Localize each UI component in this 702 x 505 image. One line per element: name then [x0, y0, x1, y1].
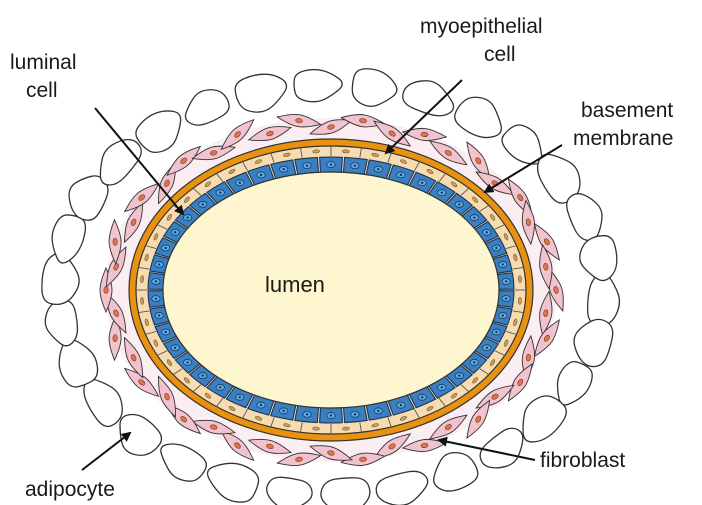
luminal-nucleolus: [354, 165, 356, 167]
luminal-nucleolus: [486, 347, 488, 349]
luminal-nucleolus: [219, 192, 221, 194]
luminal-nucleolus: [495, 247, 497, 249]
luminal-nucleolus: [202, 203, 204, 205]
myoepithelial-nucleus: [313, 150, 320, 154]
luminal-nucleolus: [473, 361, 475, 363]
myoepithelial-nucleus: [140, 276, 144, 283]
luminal-nucleolus: [283, 410, 285, 412]
fibroblast-nucleus: [421, 132, 428, 137]
adipocyte: [232, 68, 291, 117]
luminal-nucleolus: [174, 347, 176, 349]
myoepithelial-nucleus: [518, 297, 522, 304]
luminal-nucleolus: [505, 280, 507, 282]
luminal-nucleolus: [306, 413, 308, 415]
luminal-nucleolus: [283, 168, 285, 170]
luminal-nucleolus: [239, 182, 241, 184]
luminal-nucleolus: [421, 182, 423, 184]
adipocyte: [152, 435, 210, 488]
lumen-label: lumen: [265, 272, 325, 297]
luminal-nucleolus: [502, 314, 504, 316]
adipocyte: [178, 83, 233, 132]
fibroblast-nucleus: [113, 238, 118, 245]
fibroblast-nucleus: [113, 335, 118, 342]
luminal-cell-label: luminal cell: [10, 51, 82, 102]
luminal-nucleolus: [165, 331, 167, 333]
luminal-nucleolus: [155, 297, 157, 299]
luminal-nucleolus: [473, 217, 475, 219]
luminal-nucleolus: [458, 375, 460, 377]
fibroblast-label: fibroblast: [540, 449, 625, 472]
fibroblast-nucleus: [526, 354, 531, 361]
luminal-nucleolus: [187, 361, 189, 363]
luminal-nucleolus: [158, 314, 160, 316]
myoepithelial-nucleus: [518, 276, 522, 283]
adipocyte: [201, 454, 263, 505]
luminal-nucleolus: [260, 174, 262, 176]
luminal-nucleolus: [158, 263, 160, 265]
luminal-nucleolus: [486, 231, 488, 233]
myoepithelial-nucleus: [342, 150, 349, 154]
luminal-nucleolus: [330, 163, 332, 165]
luminal-nucleolus: [421, 396, 423, 398]
adipocyte: [425, 445, 482, 498]
adipocyte: [293, 68, 343, 103]
luminal-nucleolus: [306, 165, 308, 167]
luminal-nucleolus: [377, 168, 379, 170]
luminal-nucleolus: [354, 413, 356, 415]
luminal-nucleolus: [377, 410, 379, 412]
adipocyte-arrow: [82, 433, 130, 470]
luminal-nucleolus: [202, 375, 204, 377]
luminal-nucleolus: [330, 414, 332, 416]
luminal-nucleolus: [400, 404, 402, 406]
lumen: [163, 172, 499, 408]
myoepithelial-cell-label: myoepithelial cell: [420, 15, 548, 66]
luminal-nucleolus: [495, 331, 497, 333]
myoepithelial-nucleus: [312, 427, 319, 431]
fibroblast-nucleus: [421, 443, 428, 448]
myoepithelial-nucleus: [140, 297, 144, 304]
basement-membrane-label: basement membrane: [573, 99, 679, 150]
fibroblast-nucleus: [104, 287, 108, 294]
adipocyte: [373, 467, 432, 505]
luminal-nucleolus: [165, 247, 167, 249]
adipocyte-label: adipocyte: [25, 478, 115, 501]
luminal-nucleolus: [441, 386, 443, 388]
fibroblast-nucleus: [526, 219, 531, 226]
luminal-nucleolus: [505, 297, 507, 299]
luminal-nucleolus: [441, 192, 443, 194]
luminal-nucleolus: [239, 396, 241, 398]
adipocyte: [399, 73, 459, 121]
adipocyte: [320, 477, 371, 505]
luminal-nucleolus: [260, 404, 262, 406]
adipocyte: [577, 234, 621, 284]
luminal-nucleolus: [174, 231, 176, 233]
luminal-nucleolus: [155, 280, 157, 282]
adipocyte: [264, 475, 314, 505]
luminal-nucleolus: [400, 174, 402, 176]
luminal-nucleolus: [458, 203, 460, 205]
luminal-nucleolus: [219, 386, 221, 388]
myoepithelial-nucleus: [342, 427, 349, 431]
adipocyte: [350, 66, 400, 110]
luminal-nucleolus: [502, 263, 504, 265]
luminal-nucleolus: [187, 217, 189, 219]
